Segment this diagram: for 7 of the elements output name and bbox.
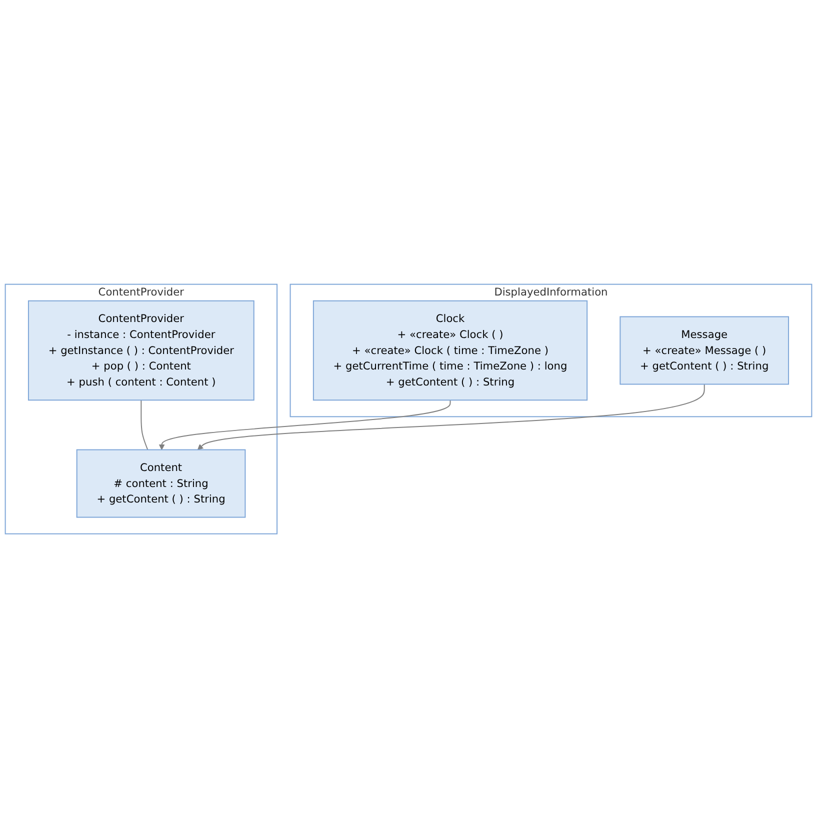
node-box: Content # content : String + getContent ( ) : String (76, 450, 246, 518)
node-box: ContentProvider - instance : ContentProvider + getInstance ( ) : ContentProvider + pop ( ) : Content + push ( content : Content ) (28, 300, 254, 402)
node-box: Message + «create» Message ( ) + getContent ( ) : String (620, 316, 790, 386)
arrow (197, 384, 705, 450)
arrow (158, 400, 451, 450)
node-box: Clock + «create» Clock ( ) + «create» Clock ( time : TimeZone ) + getCurrentTime ( time : TimeZone ) : long + getContent ( ) : String (312, 300, 588, 402)
connector (140, 400, 148, 451)
